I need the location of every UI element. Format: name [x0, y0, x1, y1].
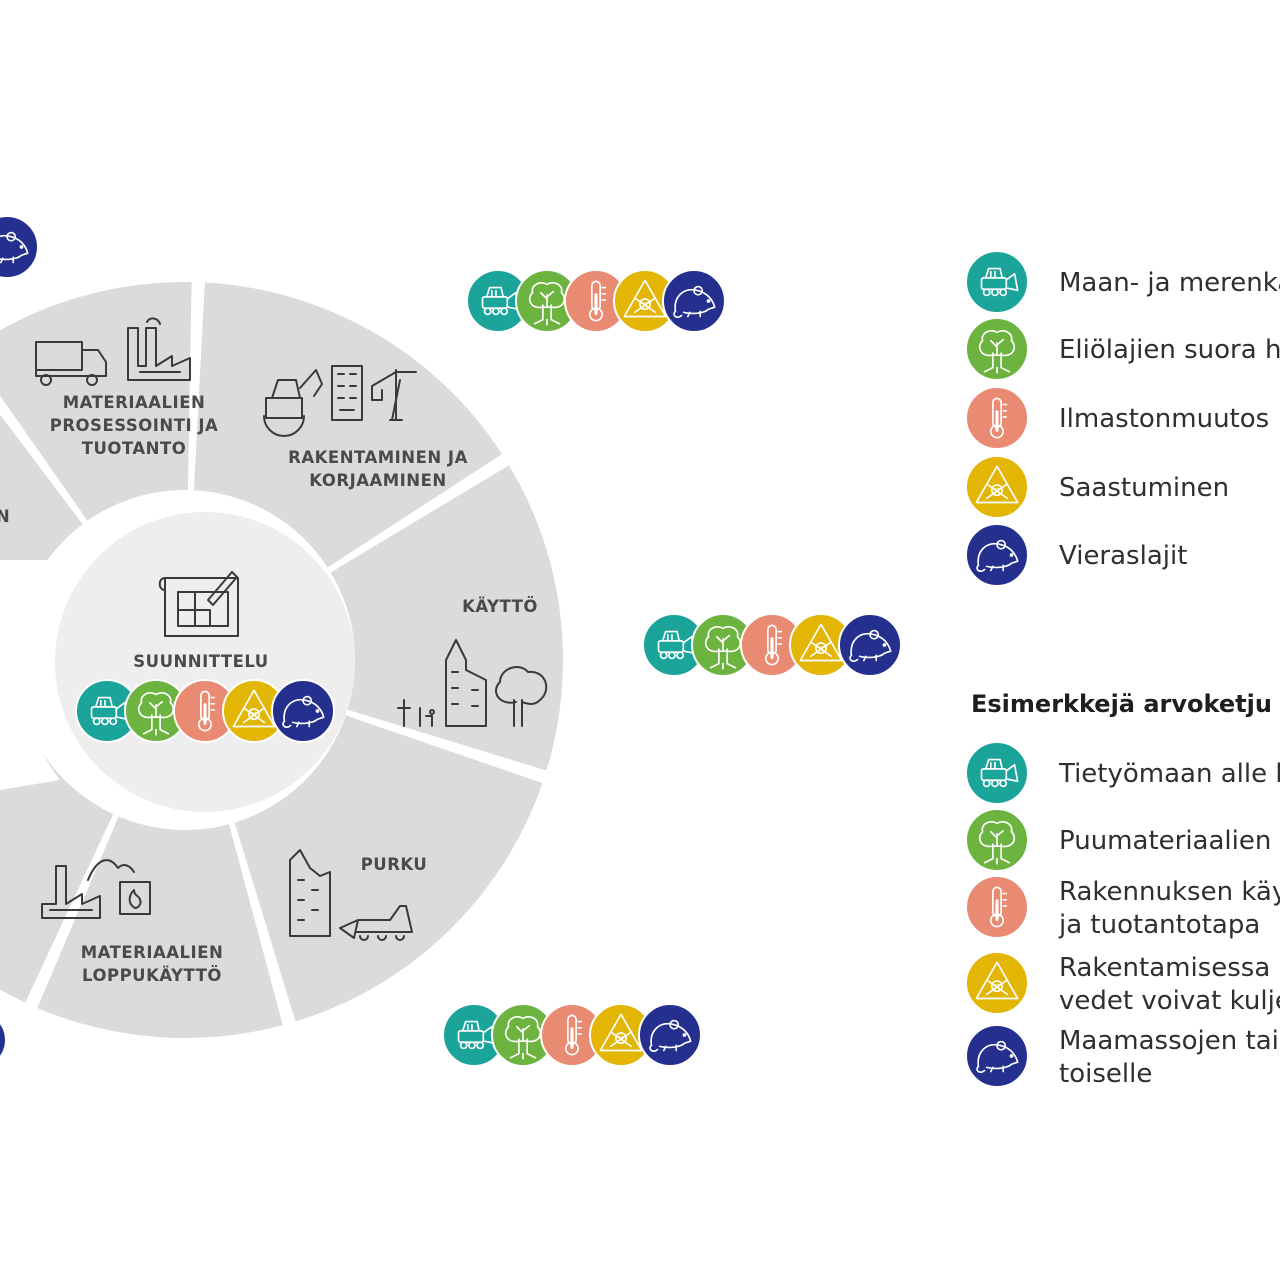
blueprint-icon: [158, 571, 239, 637]
text-line: Ilmastonmuutos: [1059, 404, 1269, 434]
impact-cluster-top: [466, 269, 726, 333]
bulldozer-icon: [339, 905, 413, 941]
text-line: TUOTANTO: [82, 439, 187, 458]
text-line: Vieraslajit: [1059, 541, 1187, 571]
text-line: vedet voivat kuljet: [1059, 986, 1280, 1016]
svg-text:Maan- ja merenkä: Maan- ja merenkä: [1059, 268, 1280, 298]
landfill-factory-icon: [41, 859, 135, 919]
svg-text:Ilmastonmuutos: Ilmastonmuutos: [1059, 404, 1269, 434]
bulldozer-icon: [965, 741, 1029, 805]
text-line: KÄYTTÖ: [462, 597, 538, 616]
rat-icon: [662, 269, 726, 333]
rat-icon: [638, 1003, 702, 1067]
center-label: SUUNNITTELU: [133, 652, 268, 671]
hazard-skull-icon: [965, 951, 1029, 1015]
svg-text:Eliölajien suora hy: Eliölajien suora hy: [1059, 335, 1280, 365]
text-line: PURKU: [361, 855, 428, 874]
rat-icon: [965, 1024, 1029, 1088]
text-line: LOPPUKÄYTTÖ: [82, 966, 222, 985]
examples-heading: Esimerkkejä arvoketju: [971, 690, 1272, 718]
family-icon: [397, 699, 435, 727]
text-line: DEN: [0, 507, 10, 526]
text-line: toiselle: [1059, 1059, 1152, 1089]
example-item-land_sea: Tietyömaan alle k: [965, 741, 1280, 805]
factory-icon: [127, 317, 191, 381]
wheel-segment-3: [330, 465, 563, 771]
text-line: ja tuotantotapa: [1058, 910, 1260, 940]
text-line: Eliölajien suora hy: [1059, 335, 1280, 365]
svg-text:Saastuminen: Saastuminen: [1059, 473, 1229, 503]
wheel-segment-4: [234, 715, 543, 1022]
tree-icon: [965, 808, 1029, 872]
legend-item-land_sea: Maan- ja merenkä: [965, 250, 1280, 314]
impact-cluster-center: [75, 679, 335, 743]
tree-icon: [965, 317, 1029, 381]
rat-icon: [838, 613, 902, 677]
flame-box-icon: [119, 881, 151, 915]
svg-text:Puumateriaalien k: Puumateriaalien k: [1059, 826, 1280, 856]
segment-label-5: MATERIAALIEN LOPPUKÄYTTÖ: [81, 943, 224, 985]
wheel-illustrations: [35, 317, 548, 941]
wheel-notch: [0, 560, 60, 790]
impact-cluster-bottom: [442, 1003, 702, 1067]
rat-icon: [965, 523, 1029, 587]
text-line: Rakennuksen käyt: [1059, 877, 1280, 907]
text-line: Rakentamisessa k: [1059, 953, 1280, 983]
legend-item-species: Eliölajien suora hy: [965, 317, 1280, 381]
thermometer-icon: [965, 875, 1029, 939]
rat-icon: [0, 215, 39, 279]
impact-icon-clusters: [0, 215, 902, 1067]
example-item-species: Puumateriaalien k: [965, 808, 1280, 872]
text-line: MATERIAALIEN: [63, 393, 206, 412]
legend-item-invasive: Vieraslajit: [965, 523, 1187, 587]
segment-label-3: KÄYTTÖ: [462, 597, 538, 616]
building-icon: [331, 365, 363, 421]
crane-icon: [371, 369, 417, 421]
tower-icon: [445, 639, 487, 727]
thermometer-icon: [965, 386, 1029, 450]
segment-label-6: DEN: [0, 507, 10, 526]
svg-text:Tietyömaan alle k: Tietyömaan alle k: [1058, 759, 1280, 789]
segment-label-2: RAKENTAMINEN JA KORJAAMINEN: [288, 448, 468, 490]
text-line: Puumateriaalien k: [1059, 826, 1280, 856]
bulldozer-icon: [965, 250, 1029, 314]
wheel-segment-2: [193, 282, 503, 568]
tree-icon: [495, 666, 548, 727]
hazard-skull-icon: [965, 455, 1029, 519]
text-line: Saastuminen: [1059, 473, 1229, 503]
text-line: Tietyömaan alle k: [1058, 759, 1280, 789]
rat-icon: [271, 679, 335, 743]
segment-label-1: MATERIAALIEN PROSESSOINTI JA TUOTANTO: [50, 393, 219, 458]
text-line: MATERIAALIEN: [81, 943, 224, 962]
segment-label-4: PURKU: [361, 855, 428, 874]
truck-icon: [35, 341, 107, 386]
text-line: Maan- ja merenkä: [1059, 268, 1280, 298]
text-line: Maamassojen tai: [1059, 1026, 1279, 1056]
svg-text:Vieraslajit: Vieraslajit: [1059, 541, 1187, 571]
wheel-segment-5: [37, 816, 283, 1038]
ruined-building-icon: [289, 849, 331, 937]
legend-item-climate: Ilmastonmuutos: [965, 386, 1269, 450]
rat-icon: [0, 1021, 7, 1059]
excavator-icon: [263, 369, 323, 437]
text-line: PROSESSOINTI JA: [50, 416, 219, 435]
text-line: RAKENTAMINEN JA: [288, 448, 468, 467]
impact-cluster-right: [642, 613, 902, 677]
value-chain-wheel: MATERIAALIEN PROSESSOINTI JA TUOTANTO RAKEN…: [0, 282, 563, 1038]
center-disc: [55, 512, 355, 812]
text-line: KORJAAMINEN: [309, 471, 446, 490]
legend-item-pollution: Saastuminen: [965, 455, 1229, 519]
